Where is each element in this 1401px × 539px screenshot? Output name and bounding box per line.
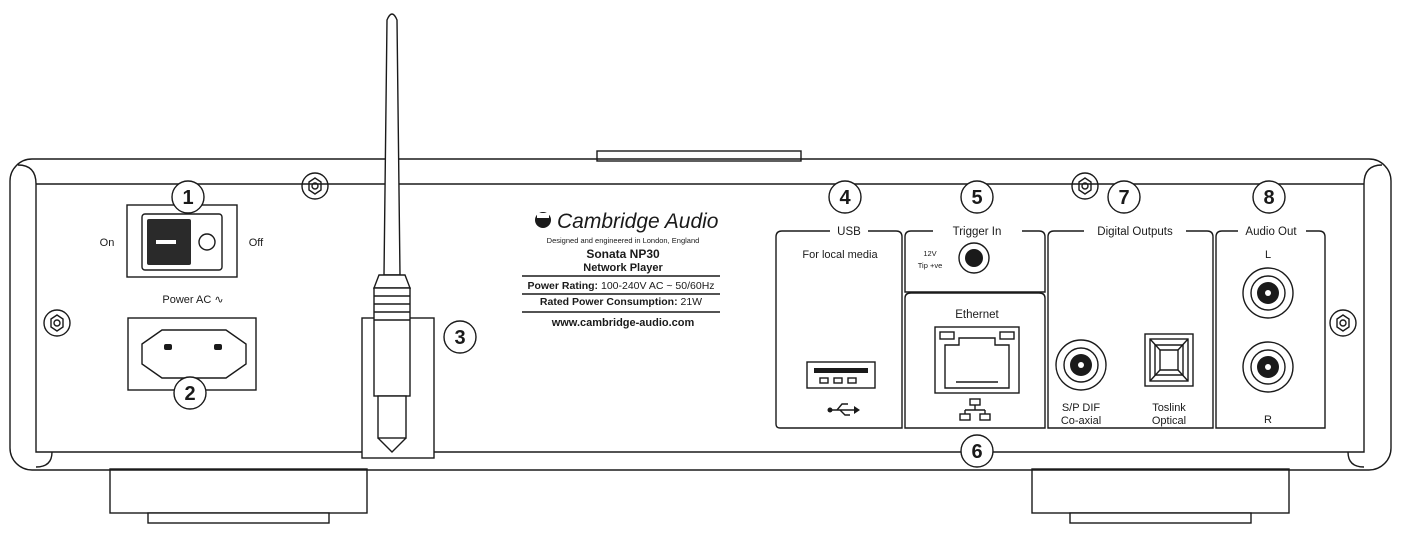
- model-type: Network Player: [583, 262, 663, 274]
- brand-tagline: Designed and engineered in London, Engla…: [547, 236, 700, 245]
- svg-text:7: 7: [1118, 187, 1129, 209]
- toslink-optical-port[interactable]: [1144, 333, 1194, 387]
- svg-text:4: 4: [839, 187, 851, 209]
- screw-icon: [43, 309, 71, 337]
- svg-text:6: 6: [971, 441, 982, 463]
- power-switch[interactable]: On Off: [100, 204, 265, 278]
- website-url: www.cambridge-audio.com: [551, 317, 695, 329]
- callout-6: 6: [960, 434, 994, 468]
- callout-3: 3: [443, 320, 477, 354]
- trigger-tip: Tip +ve: [918, 261, 943, 270]
- digital-outputs-title: Digital Outputs: [1097, 226, 1173, 238]
- power-inlet-label: Power AC ∿: [162, 294, 223, 306]
- ethernet-port[interactable]: [934, 326, 1020, 394]
- usb-symbol-icon: [827, 403, 860, 416]
- svg-text:1: 1: [182, 187, 193, 209]
- callout-4: 4: [828, 180, 862, 214]
- wifi-antenna[interactable]: [361, 13, 435, 459]
- ethernet-title: Ethernet: [955, 309, 999, 321]
- model-name: Sonata NP30: [586, 247, 660, 261]
- audio-left-label: L: [1265, 249, 1271, 261]
- svg-text:8: 8: [1263, 187, 1274, 209]
- screw-icon: [1329, 309, 1357, 337]
- screw-icon: [1071, 172, 1099, 200]
- trigger-section: Trigger In 12V Tip +ve: [904, 226, 1046, 293]
- trigger-title: Trigger In: [953, 226, 1002, 238]
- toslink-sublabel: Optical: [1152, 415, 1186, 427]
- power-on-label: On: [100, 237, 115, 249]
- left-foot: [109, 468, 368, 524]
- screw-icon: [301, 172, 329, 200]
- usb-subtitle: For local media: [802, 249, 878, 261]
- usb-port[interactable]: [806, 361, 876, 389]
- audio-right-label: R: [1264, 414, 1272, 426]
- callout-8: 8: [1252, 180, 1286, 214]
- network-symbol-icon: [959, 398, 991, 421]
- usb-section: USB For local media: [775, 226, 903, 429]
- trigger-voltage: 12V: [923, 249, 936, 258]
- toslink-label: Toslink: [1152, 402, 1186, 414]
- trigger-jack[interactable]: [958, 242, 990, 274]
- audio-out-right-jack[interactable]: [1242, 341, 1294, 393]
- svg-text:3: 3: [454, 327, 465, 349]
- audio-out-left-jack[interactable]: [1242, 267, 1294, 319]
- brand-name: Cambridge Audio: [557, 210, 719, 233]
- spdif-coaxial-jack[interactable]: [1055, 339, 1107, 391]
- right-foot: [1031, 468, 1290, 524]
- digital-outputs-section: Digital Outputs S/P DIF Co-axial Toslink…: [1047, 226, 1214, 429]
- power-off-label: Off: [249, 237, 264, 249]
- callout-7: 7: [1107, 180, 1141, 214]
- callout-5: 5: [960, 180, 994, 214]
- svg-text:5: 5: [971, 187, 982, 209]
- usb-title: USB: [837, 226, 861, 238]
- brand-label: Cambridge Audio Designed and engineered …: [522, 210, 720, 329]
- svg-text:2: 2: [184, 383, 195, 405]
- chassis: [9, 150, 1392, 471]
- audio-out-section: Audio Out L R: [1215, 226, 1326, 429]
- spdif-sublabel: Co-axial: [1061, 415, 1101, 427]
- callout-1: 1: [171, 180, 205, 214]
- spdif-label: S/P DIF: [1062, 402, 1101, 414]
- ethernet-section: Ethernet: [904, 292, 1046, 429]
- power-consumption: Rated Power Consumption: 21W: [540, 296, 702, 308]
- power-rating: Power Rating: 100-240V AC ~ 50/60Hz: [527, 280, 714, 292]
- audio-out-title: Audio Out: [1245, 226, 1297, 238]
- callout-2: 2: [173, 376, 207, 410]
